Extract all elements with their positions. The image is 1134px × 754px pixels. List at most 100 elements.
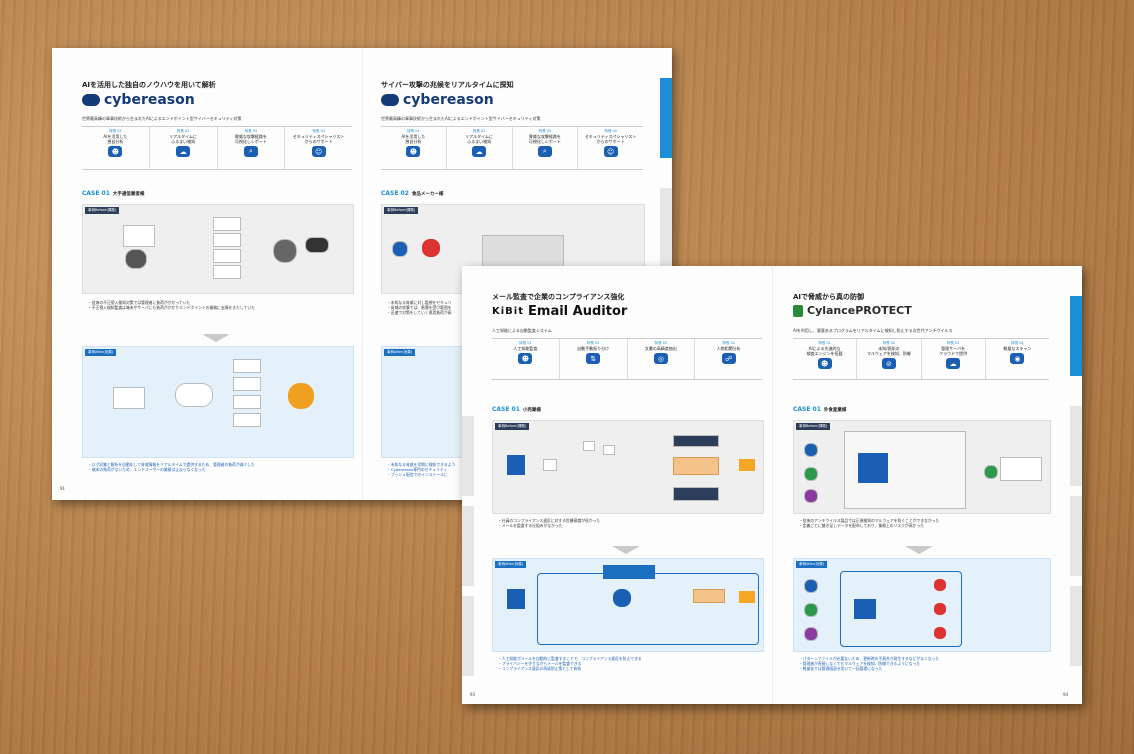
- warning-bubble-icon: [305, 237, 329, 253]
- down-arrow-icon: [905, 546, 933, 554]
- subtitle: 世界最高峰の軍事技術から生まれたAIによるエンドポイント型サイバーセキュリティ対…: [82, 116, 242, 121]
- page-number: 91: [60, 486, 66, 491]
- before-tag: 事例Before(課題): [495, 423, 530, 430]
- side-tab: [1070, 406, 1082, 486]
- cloud-icon: [175, 383, 213, 407]
- malware-icon: [804, 489, 818, 503]
- ai-head-icon: [613, 589, 631, 607]
- spine-shadow: [772, 266, 773, 704]
- side-tab: [462, 596, 474, 676]
- after-tag: 事例After(効果): [495, 561, 527, 568]
- section-title: メール監査で企業のコンプライアンス強化: [492, 293, 625, 301]
- brand-logo: KiBit Email Auditor: [492, 304, 628, 319]
- pattern-grid: [858, 453, 888, 483]
- admin-pc-icon: [113, 387, 145, 409]
- down-arrow-icon: [612, 546, 640, 554]
- pc-icon: [233, 395, 261, 409]
- malware-icon: [392, 241, 408, 257]
- before-tag: 事例Before(課題): [796, 423, 831, 430]
- scan-eye-icon: ◉: [1010, 353, 1025, 364]
- envelope-icon: [739, 459, 755, 471]
- ai-head-icon: ☻: [817, 358, 832, 369]
- after-notes: ・ログ収集と解析を自動化して脅威情報をリアルタイムで提供するため、管理者の負荷が…: [88, 462, 255, 472]
- cylance-logo-icon: [793, 304, 803, 317]
- magnifier-icon: ⌕: [243, 146, 258, 157]
- malware-icon: [804, 467, 818, 481]
- section-title: サイバー攻撃の兆候をリアルタイムに探知: [381, 81, 514, 89]
- before-notes: ・社員のコンプライアンス違反に対する危機意識が低かった ・メールを監査する仕組み…: [498, 518, 601, 528]
- section-title: AIで脅威から真の防御: [793, 293, 865, 301]
- malware-icon: [804, 627, 818, 641]
- page-number: 94: [1063, 692, 1069, 697]
- mail-group: [673, 457, 719, 475]
- mail-icon: [603, 445, 615, 455]
- ai-head-icon: ☻: [518, 353, 533, 364]
- note-box: [603, 565, 655, 579]
- envelope-icon: [739, 591, 755, 603]
- side-tab: [660, 188, 672, 268]
- blocked-icon: [934, 579, 946, 591]
- cloud-icon: ☁: [946, 358, 961, 369]
- after-notes: ・パターンファイルが必要ないため、更新時の不具合が発生するなどがなくなった ・管…: [799, 656, 940, 671]
- pc-icon: [213, 265, 241, 279]
- pc-icon: [213, 249, 241, 263]
- section-title: AIを活用した独自のノウハウを用いて解析: [82, 81, 216, 89]
- subtitle: AIを利用し、悪意あるプログラムをリアルタイムに検知し防止する次世代アンチウイル…: [793, 328, 953, 333]
- note-box: [673, 435, 719, 447]
- side-tab: [1070, 586, 1082, 666]
- blocked-icon: [934, 603, 946, 615]
- side-tab-active: [1070, 296, 1082, 376]
- before-notes: ・従来の不正侵入検知対策では管理者に負荷がかかっていた ・不正侵入検知監査は端末…: [88, 300, 255, 310]
- mail-server-icon: [507, 455, 525, 475]
- before-notes: ・未知なる脅威に対し監視をセキュリ ・脅威の攻撃では、影響を受け範囲を ・迅速で…: [387, 300, 452, 315]
- after-notes: ・人工知能がメールを自動的に監査することで、コンプライアンス違反を防止できる ・…: [498, 656, 642, 671]
- front-spread: メール監査で企業のコンプライアンス強化 KiBit Email Auditor …: [462, 266, 1082, 704]
- speech-bubble: [1000, 457, 1042, 481]
- after-tag: 事例After(効果): [384, 349, 416, 356]
- end-user-icon: [273, 239, 297, 263]
- cylance-frame: [840, 571, 962, 647]
- unknown-box: [482, 235, 564, 267]
- subtitle: 世界最高峰の軍事技術から生まれたAIによるエンドポイント型サイバーセキュリティ対…: [381, 116, 541, 121]
- owl-logo-icon: [381, 94, 399, 106]
- after-box: 事例After(効果): [793, 558, 1051, 652]
- target-icon: ◎: [653, 353, 668, 364]
- end-user-icon: [288, 383, 314, 409]
- side-tab-active: [660, 78, 672, 158]
- brand-logo: CylancePROTECT: [793, 304, 912, 317]
- cloud-icon: ☁: [176, 146, 191, 157]
- after-tag: 事例After(効果): [85, 349, 117, 356]
- ai-audit-frame: [537, 573, 759, 645]
- after-box: 事例After(効果): [82, 346, 354, 458]
- sort-icon: ⇅: [586, 353, 601, 364]
- admin-pc-icon: [123, 225, 155, 247]
- mail-group: [693, 589, 725, 603]
- biohazard-icon: [422, 239, 440, 257]
- blocked-icon: [934, 627, 946, 639]
- pc-icon: [233, 413, 261, 427]
- people-icon: ☺: [311, 146, 326, 157]
- kibit-logo: KiBit: [492, 306, 525, 317]
- side-tab: [1070, 496, 1082, 576]
